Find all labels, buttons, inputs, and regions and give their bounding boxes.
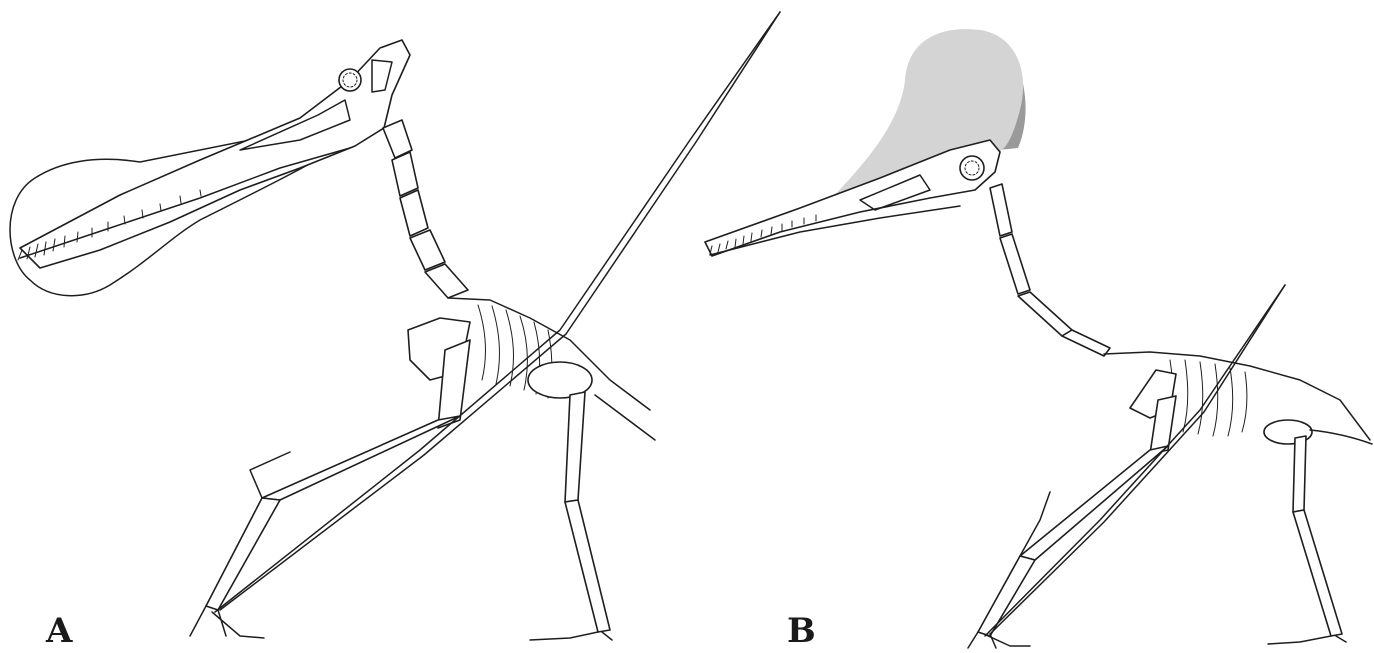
panel-a-tail [595, 395, 655, 440]
panel-a-wing-finger-inner [220, 12, 780, 610]
panel-label-a: A [46, 614, 72, 648]
panel-a-cervical-vertebrae [383, 120, 468, 298]
panel-b-foot [1268, 636, 1346, 644]
panel-b-tibia [1293, 510, 1342, 636]
panel-a-wing-finger [215, 12, 780, 612]
panel-b-orbit [960, 156, 984, 180]
panel-a-foot [530, 632, 612, 640]
panel-a-femur [565, 392, 585, 502]
panel-b-cervical-vertebrae [990, 184, 1110, 356]
panel-a-tibia [565, 500, 610, 632]
panel-b-femur [1293, 436, 1306, 512]
panel-b-skeleton [705, 29, 1372, 648]
panel-label-b: B [787, 614, 816, 648]
panel-b-skull [705, 140, 1000, 256]
panel-b-hand [968, 632, 1030, 648]
panel-a-orbit [339, 69, 361, 91]
panel-b-wing-finger [985, 285, 1285, 636]
panel-b-forearm [1020, 446, 1168, 560]
panel-b-tail [1310, 430, 1372, 444]
panel-b-metacarpal [978, 556, 1035, 636]
panel-a-hand [190, 606, 264, 638]
panel-a-skeleton [10, 12, 780, 640]
panel-a-forearm [262, 416, 460, 500]
